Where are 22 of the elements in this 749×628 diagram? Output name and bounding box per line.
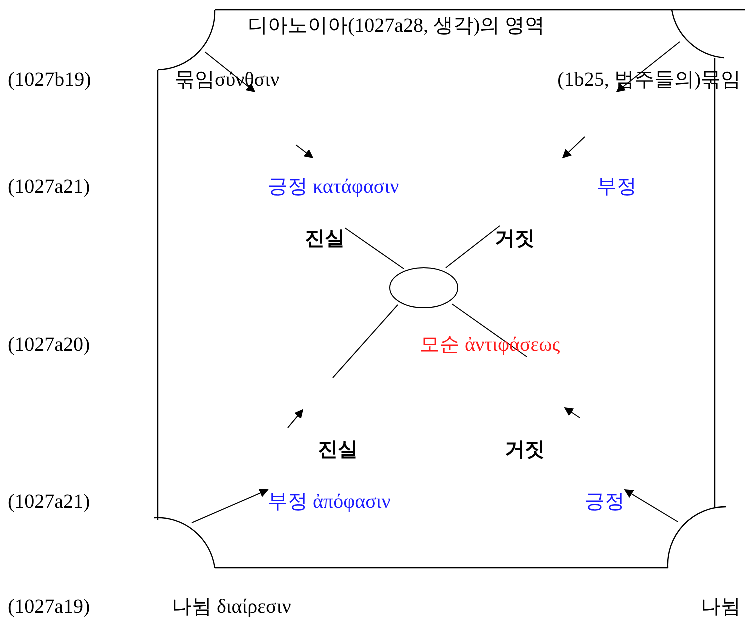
connector-line <box>332 304 398 378</box>
ellipse-shape <box>389 267 459 309</box>
arrow <box>624 490 678 522</box>
reference-label: (1027a21) <box>8 490 90 514</box>
connector-line <box>446 226 500 268</box>
concept-label: 나뉨 <box>701 595 741 619</box>
concept-label: 부정 <box>597 175 637 199</box>
connector-line <box>344 228 404 270</box>
concept-label: 부정 ἀπόφασιν <box>268 490 391 514</box>
concept-label: 긍정 <box>585 490 625 514</box>
concept-label: 긍정 κατάφασιν <box>268 175 400 199</box>
reference-label: (1027a19) <box>8 595 90 619</box>
concept-label: 진실 <box>318 437 358 461</box>
reference-label: (1027a20) <box>8 333 90 357</box>
reference-label: (1027a21) <box>8 175 90 199</box>
concept-label: 진실 <box>305 226 345 250</box>
concept-label: 거짓 <box>495 226 535 250</box>
concept-label: 거짓 <box>505 437 545 461</box>
arrow <box>192 489 269 524</box>
concept-label: 나뉨 διαίρεσιν <box>172 595 292 619</box>
reference-label: (1027b19) <box>8 68 92 92</box>
region-title: 디아노이아(1027a28, 생각)의 영역 <box>248 14 546 38</box>
